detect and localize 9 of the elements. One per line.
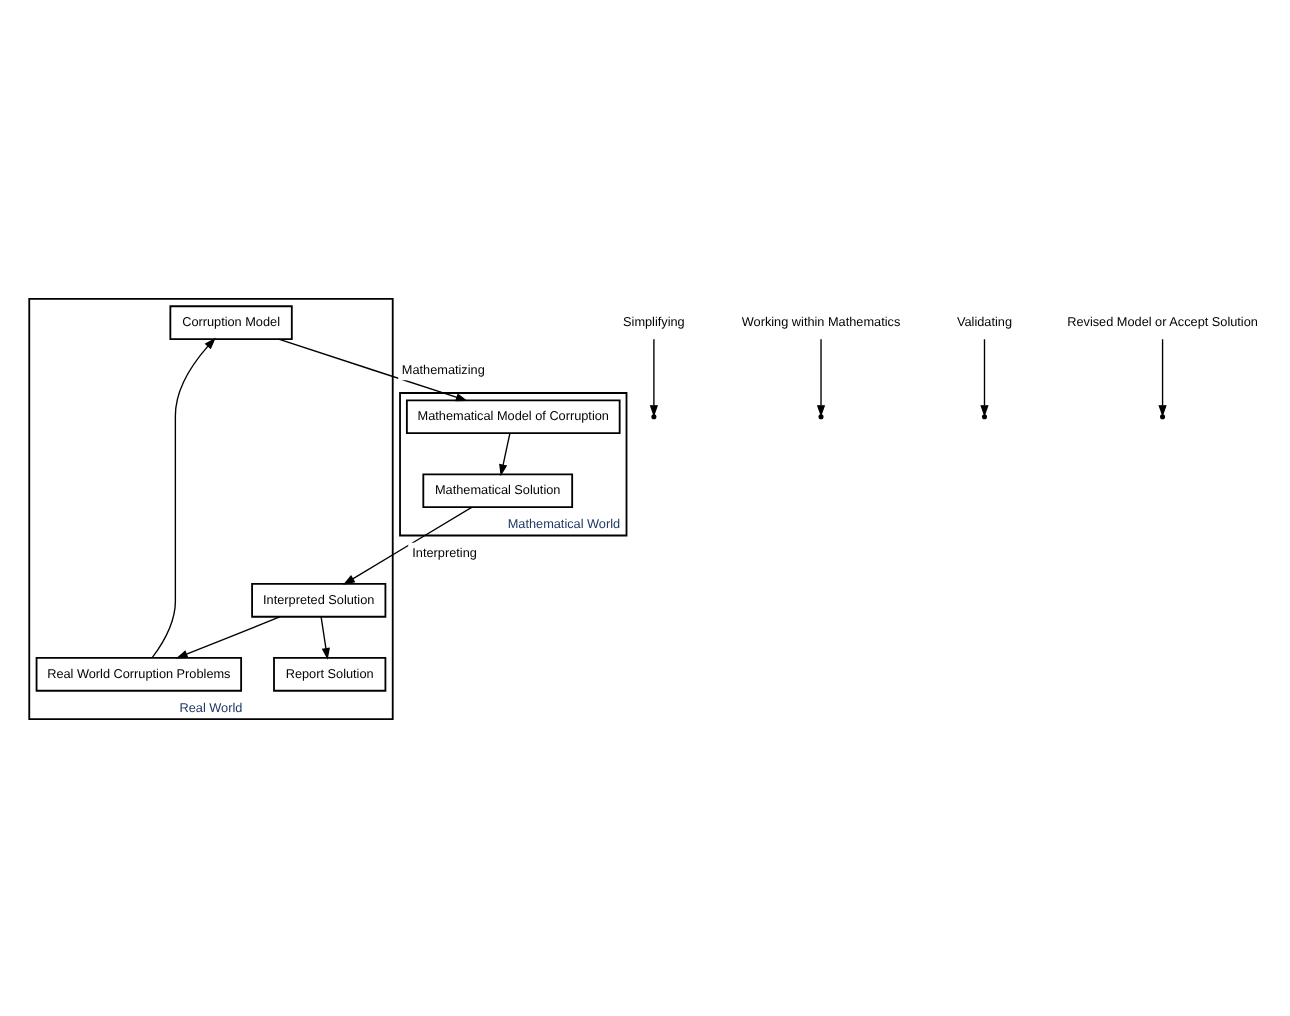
arrow — [649, 337, 659, 417]
arrow — [320, 615, 330, 659]
arrow — [980, 337, 989, 417]
arrow — [175, 615, 281, 658]
arrow — [151, 336, 216, 658]
arrow — [499, 431, 511, 476]
arrow — [343, 505, 473, 584]
arrow — [1158, 337, 1167, 417]
arrow — [277, 337, 468, 401]
